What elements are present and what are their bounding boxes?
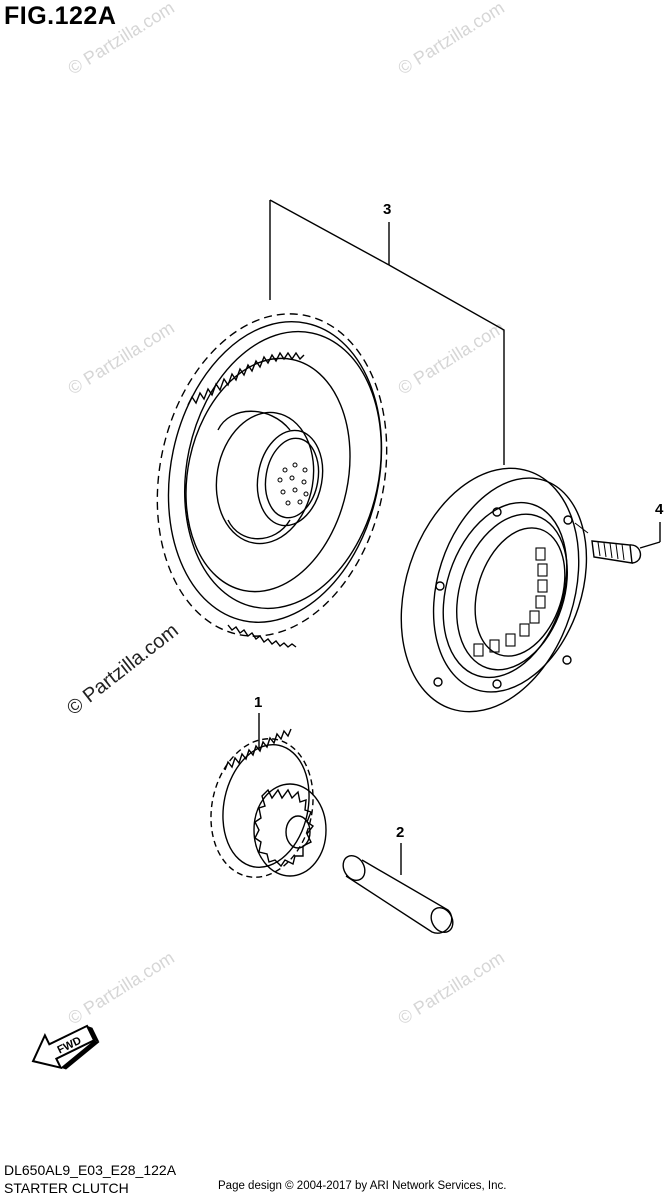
starter-idle-gear	[210, 728, 327, 878]
model-code: DL650AL9_E03_E28_122A	[4, 1162, 177, 1178]
callout-1: 1	[254, 694, 263, 711]
idle-gear-shaft	[342, 854, 454, 934]
clutch-bolt	[574, 522, 661, 564]
copyright-notice: Page design © 2004-2017 by ARI Network S…	[218, 1180, 507, 1192]
fwd-arrow: FWD	[31, 1024, 100, 1070]
callout-2: 2	[396, 824, 405, 841]
one-way-clutch-housing	[400, 467, 588, 713]
starter-clutch-gear	[156, 313, 388, 648]
figure-title: FIG.122A	[4, 2, 117, 30]
section-name: STARTER CLUTCH	[4, 1180, 129, 1196]
callout-3: 3	[383, 201, 392, 218]
callout-4: 4	[655, 501, 664, 518]
